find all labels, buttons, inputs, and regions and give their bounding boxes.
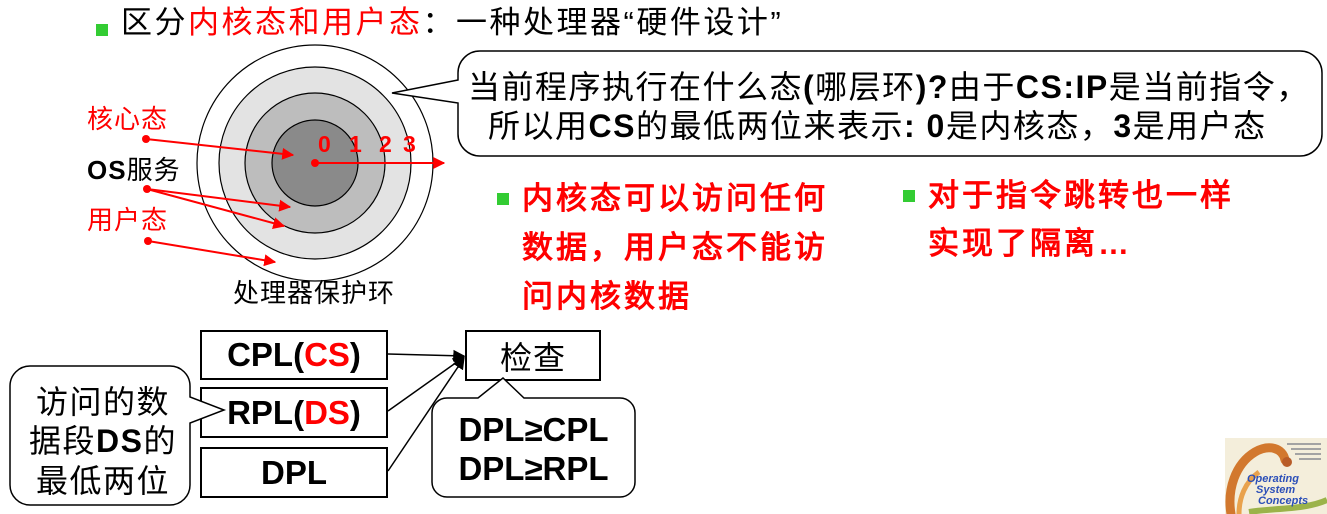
rpl-label-prefix: RPL( xyxy=(227,393,305,431)
callout-text: 当前程序执行在什么态 xyxy=(468,69,804,105)
dpl-label: DPL xyxy=(261,453,327,491)
cpl-label-prefix: CPL( xyxy=(227,336,305,373)
check-arrows xyxy=(387,349,466,472)
title-prefix: 区分 xyxy=(121,5,188,40)
callout-text: 哪层环 xyxy=(815,69,916,105)
kernel-bullet-line-3: 问内核数据 xyxy=(522,279,692,314)
callout-text: 所以用 xyxy=(488,108,589,144)
kernel-arrow-dot xyxy=(142,135,150,143)
user-mode-label: 用户态 xyxy=(87,205,169,235)
jump-bullet-line-1: 对于指令跳转也一样 xyxy=(928,178,1234,213)
kernel-bullet-icon xyxy=(497,193,509,205)
callout-level: 3 xyxy=(1113,108,1133,144)
protection-ring-caption: 处理器保护环 xyxy=(233,278,396,308)
rule-dpl-cpl: DPL≥CPL xyxy=(458,411,609,448)
rpl-to-check-arrow xyxy=(387,356,465,412)
cpl-label-suffix: ) xyxy=(349,336,361,373)
cpl-box xyxy=(200,330,388,380)
note-line-2-register: DS xyxy=(96,423,144,459)
logo-dinosaur-head xyxy=(1282,457,1292,467)
os-service-label-suffix: 服务 xyxy=(126,155,181,185)
rpl-label-register: DS xyxy=(304,393,350,431)
note-line-3: 最低两位 xyxy=(35,463,170,499)
ring-callout-line-1: 当前程序执行在什么态(哪层环)?由于CS:IP是当前指令， xyxy=(468,68,1310,106)
rule-dpl-rpl: DPL≥RPL xyxy=(458,450,609,487)
check-label: 检查 xyxy=(499,339,566,376)
note-line-2-a: 据段 xyxy=(29,423,97,459)
dpl-box xyxy=(200,447,388,498)
jump-bullet-icon xyxy=(903,190,915,202)
ring-center-dot xyxy=(311,159,319,167)
logo-text-1: Operating xyxy=(1247,473,1299,485)
os-service-arrow-1 xyxy=(146,188,292,212)
arrow-origin-dots xyxy=(142,135,319,245)
note-line-2-b: 的 xyxy=(143,423,177,459)
note-callout-bubble xyxy=(9,365,227,506)
title-suffix: ：一种处理器“硬件设计” xyxy=(422,5,784,40)
callout-text: 由于 xyxy=(948,69,1016,105)
ring-pointer-arrows xyxy=(145,138,446,267)
rpl-box xyxy=(200,387,388,438)
kernel-arrow xyxy=(145,138,295,160)
logo-text-2: System xyxy=(1256,484,1295,496)
callout-level: : 0 xyxy=(903,108,946,144)
ring-callout-line-2: 所以用CS的最低两位来表示: 0是内核态，3是用户态 xyxy=(488,107,1267,145)
os-service-label-prefix: OS xyxy=(87,155,127,185)
callout-text: 是用户态 xyxy=(1132,108,1267,144)
kernel-bullet-line-1: 内核态可以访问任何 xyxy=(522,181,828,216)
ring-number-1: 1 xyxy=(349,131,362,157)
note-line-1: 访问的数 xyxy=(35,384,170,420)
rpl-label-suffix: ) xyxy=(349,393,361,431)
callout-text: ( xyxy=(803,69,816,105)
note-line-2: 据段DS的 xyxy=(13,422,193,460)
ring-number-2: 2 xyxy=(379,131,392,157)
logo-dinosaur-body xyxy=(1225,443,1290,514)
os-service-arrow-2 xyxy=(146,188,286,229)
callout-text: 是当前指令， xyxy=(1108,69,1310,105)
cpl-label-register: CS xyxy=(304,336,350,373)
callout-text: 是内核态， xyxy=(945,108,1114,144)
rpl-label: RPL(DS) xyxy=(201,388,387,437)
callout-text: 的最低两位来表示 xyxy=(635,108,904,144)
check-box xyxy=(465,330,601,381)
cpl-label: CPL(CS) xyxy=(201,331,387,379)
callout-text: )? xyxy=(915,69,949,105)
user-arrow xyxy=(147,240,277,267)
privilege-boxes xyxy=(200,330,601,498)
callout-register: CS xyxy=(588,108,636,144)
logo-dinosaur-neck xyxy=(1236,469,1261,514)
kernel-mode-label: 核心态 xyxy=(87,104,169,134)
rule-callout-bubble xyxy=(431,377,636,498)
title-bullet-icon xyxy=(96,24,108,36)
dpl-to-check-arrow xyxy=(387,357,465,472)
jump-bullet-line-2: 实现了隔离… xyxy=(928,226,1132,261)
title-highlight: 内核态和用户态 xyxy=(188,5,423,40)
user-arrow-dot xyxy=(144,237,152,245)
ring-callout-bubble xyxy=(391,50,1323,157)
ring-number-0: 0 xyxy=(318,131,331,157)
ring-number-3: 3 xyxy=(403,131,416,157)
os-service-label: OS服务 xyxy=(87,155,181,185)
os-service-arrow-dot xyxy=(143,185,151,193)
callout-register: CS:IP xyxy=(1015,69,1109,105)
cpl-to-check-arrow xyxy=(387,349,466,362)
logo-fine-print xyxy=(1287,443,1321,460)
logo-text-3: Concepts xyxy=(1258,495,1308,507)
slide-title: 区分内核态和用户态：一种处理器“硬件设计” xyxy=(121,5,783,41)
os-concepts-logo: Operating System Concepts xyxy=(1225,438,1327,514)
kernel-bullet-line-2: 数据，用户态不能访 xyxy=(522,230,828,265)
logo-grass xyxy=(1248,497,1327,514)
